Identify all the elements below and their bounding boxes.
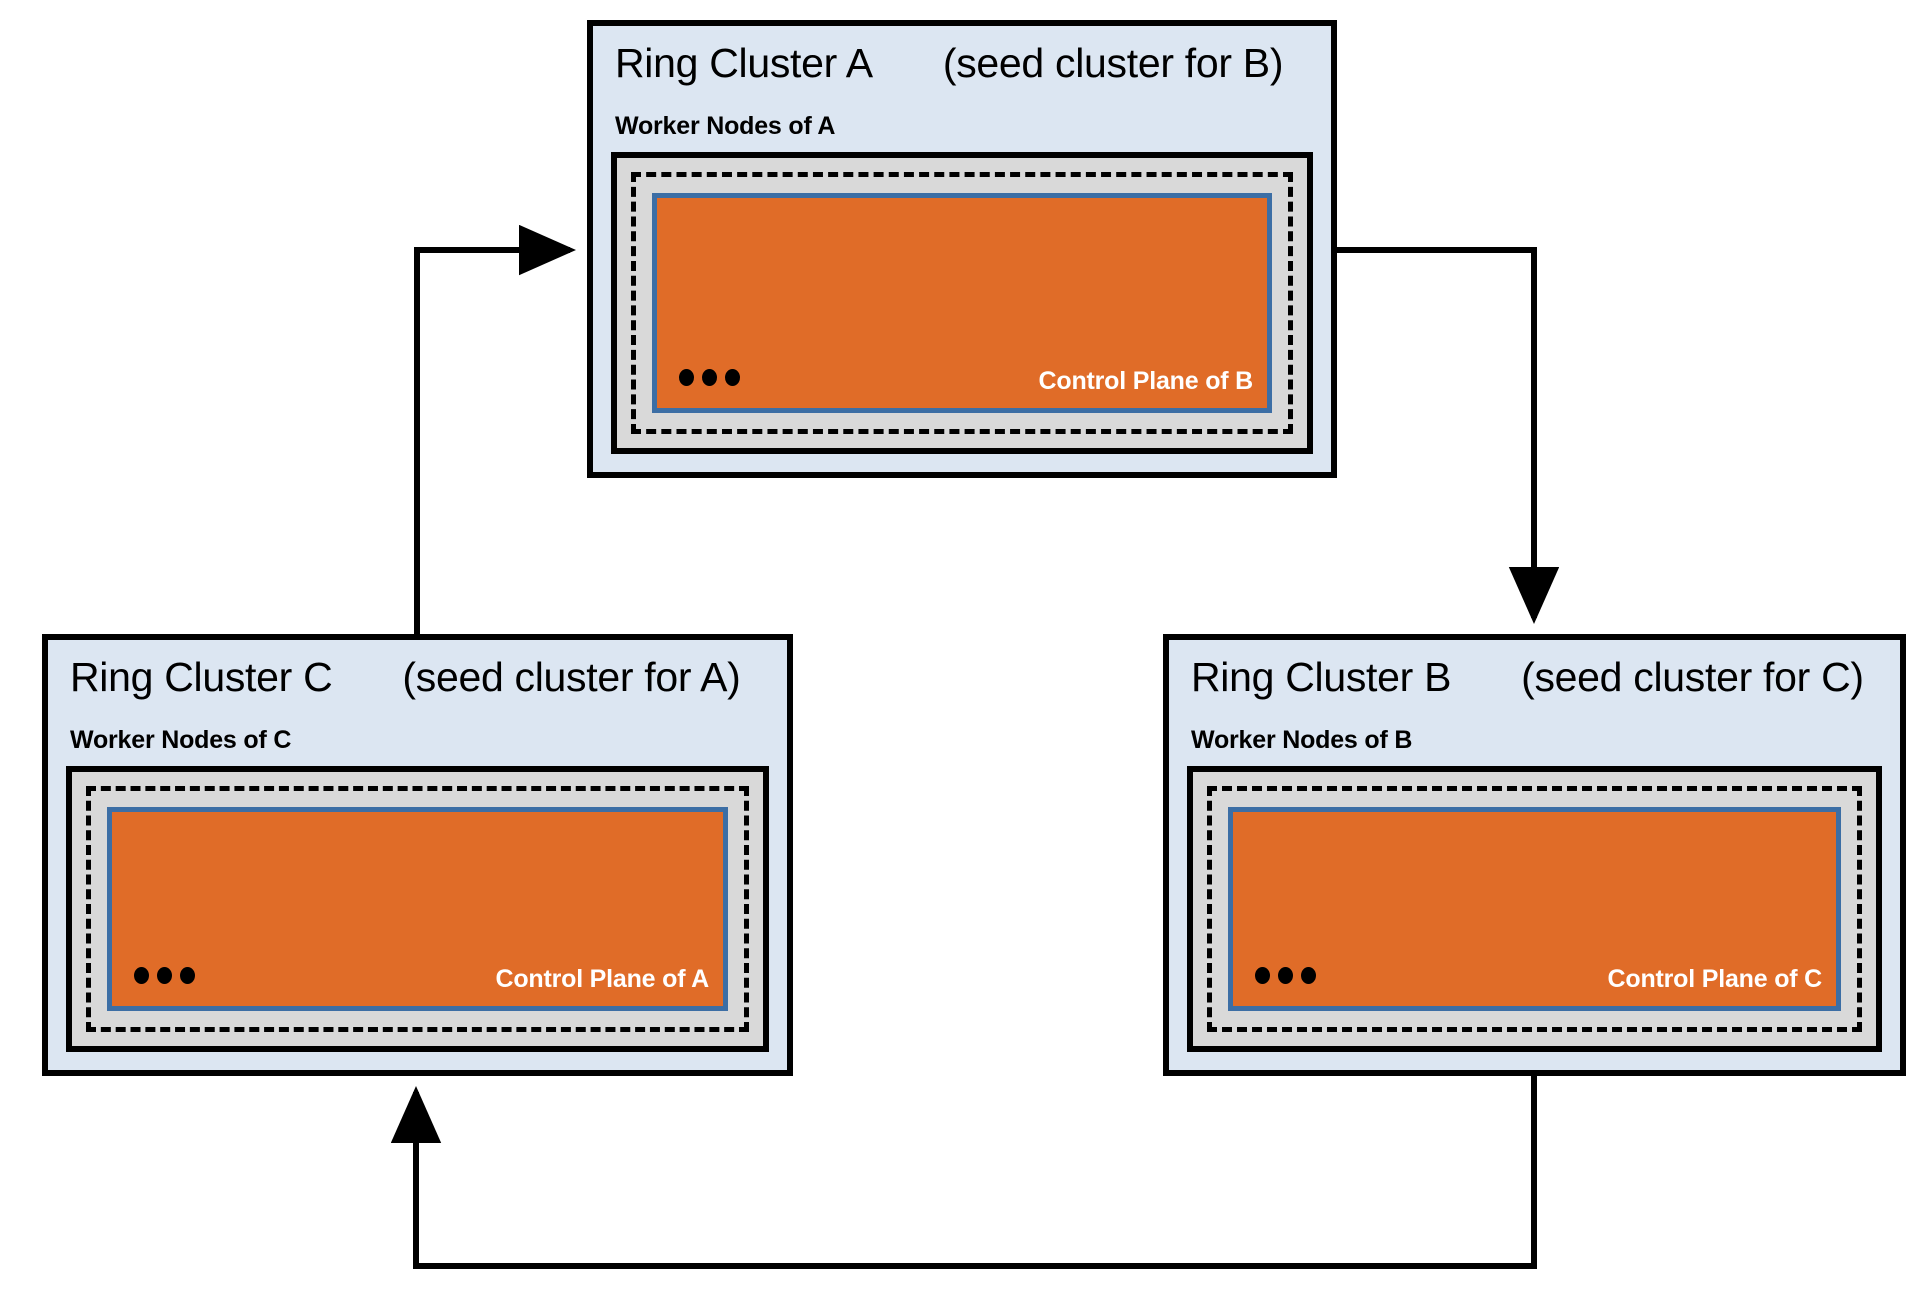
cluster-c-control-plane-pod[interactable]: Control Plane of A — [107, 807, 728, 1011]
cluster-b-worker-nodes: Control Plane of C — [1187, 766, 1882, 1052]
cluster-a-control-plane-label: Control Plane of B — [1038, 367, 1254, 395]
cluster-c-name: Ring Cluster C — [70, 654, 333, 700]
cluster-a-ellipsis-icon — [679, 369, 740, 386]
cluster-b-seed-note: (seed cluster for C) — [1521, 654, 1864, 700]
arrow-c-to-a — [414, 224, 576, 634]
ring-cluster-b[interactable]: Ring Cluster B (seed cluster for C) Work… — [1163, 634, 1906, 1076]
ring-cluster-a[interactable]: Ring Cluster A (seed cluster for B) Work… — [587, 20, 1337, 478]
cluster-b-control-plane-pod[interactable]: Control Plane of C — [1228, 807, 1841, 1011]
cluster-b-worker-label: Worker Nodes of B — [1191, 726, 1413, 754]
cluster-b-title: Ring Cluster B (seed cluster for C) — [1191, 654, 1864, 701]
cluster-a-worker-label: Worker Nodes of A — [615, 112, 836, 140]
cluster-b-name: Ring Cluster B — [1191, 654, 1452, 700]
cluster-c-worker-nodes: Control Plane of A — [66, 766, 769, 1052]
cluster-c-node-boundary: Control Plane of A — [86, 786, 749, 1032]
ring-cluster-c[interactable]: Ring Cluster C (seed cluster for A) Work… — [42, 634, 793, 1076]
cluster-c-seed-note: (seed cluster for A) — [402, 654, 741, 700]
cluster-b-node-boundary: Control Plane of C — [1207, 786, 1862, 1032]
cluster-a-control-plane-pod[interactable]: Control Plane of B — [652, 193, 1272, 413]
cluster-c-title: Ring Cluster C (seed cluster for A) — [70, 654, 741, 701]
cluster-a-node-boundary: Control Plane of B — [631, 172, 1293, 434]
cluster-a-name: Ring Cluster A — [615, 40, 873, 86]
cluster-a-seed-note: (seed cluster for B) — [942, 40, 1284, 86]
arrow-b-to-c — [390, 1076, 1537, 1269]
cluster-c-control-plane-label: Control Plane of A — [495, 965, 709, 993]
cluster-b-control-plane-label: Control Plane of C — [1607, 965, 1823, 993]
cluster-b-ellipsis-icon — [1255, 967, 1316, 984]
cluster-a-title: Ring Cluster A (seed cluster for B) — [615, 40, 1284, 87]
arrow-a-to-b — [1337, 247, 1560, 624]
cluster-c-worker-label: Worker Nodes of C — [70, 726, 292, 754]
cluster-a-worker-nodes: Control Plane of B — [611, 152, 1313, 454]
cluster-c-ellipsis-icon — [134, 967, 195, 984]
